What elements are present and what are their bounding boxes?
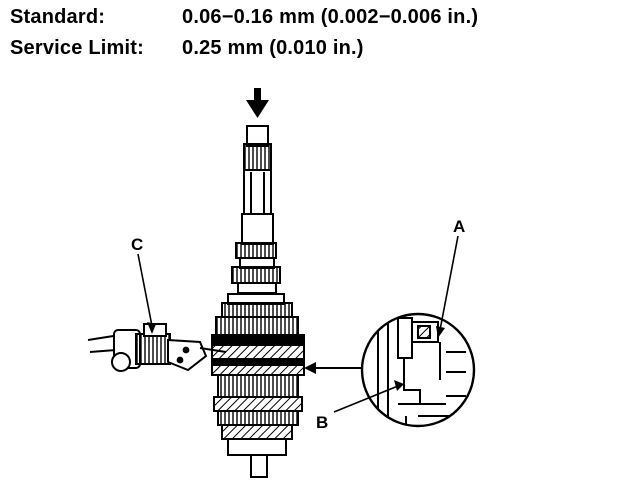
gear-stack (211, 242, 305, 456)
leader-b (333, 385, 399, 413)
detail-view (360, 312, 476, 428)
feeler-gauge-tool (87, 323, 227, 372)
callout-c: C (131, 235, 143, 254)
force-arrow-icon (246, 88, 269, 118)
spec-service-limit-row: Service Limit: 0.25 mm (0.010 in.) (10, 37, 364, 60)
spec-standard-row: Standard: 0.06−0.16 mm (0.002−0.006 in.) (10, 6, 478, 29)
leader-c (137, 253, 153, 327)
spec-standard-label: Standard: (10, 6, 106, 28)
spec-standard-value: 0.06−0.16 mm (0.002−0.006 in.) (182, 6, 479, 28)
leader-a (439, 235, 459, 331)
spec-service-limit-value: 0.25 mm (0.010 in.) (182, 37, 364, 59)
leader-c-arrow-icon (147, 322, 156, 334)
callout-a: A (453, 217, 465, 236)
leader-b-arrow-icon (394, 380, 404, 391)
spec-service-limit-label: Service Limit: (10, 37, 144, 59)
leader-a-arrow-icon (436, 326, 445, 338)
callout-b: B (316, 413, 328, 432)
detail-arrow-icon (304, 362, 362, 374)
